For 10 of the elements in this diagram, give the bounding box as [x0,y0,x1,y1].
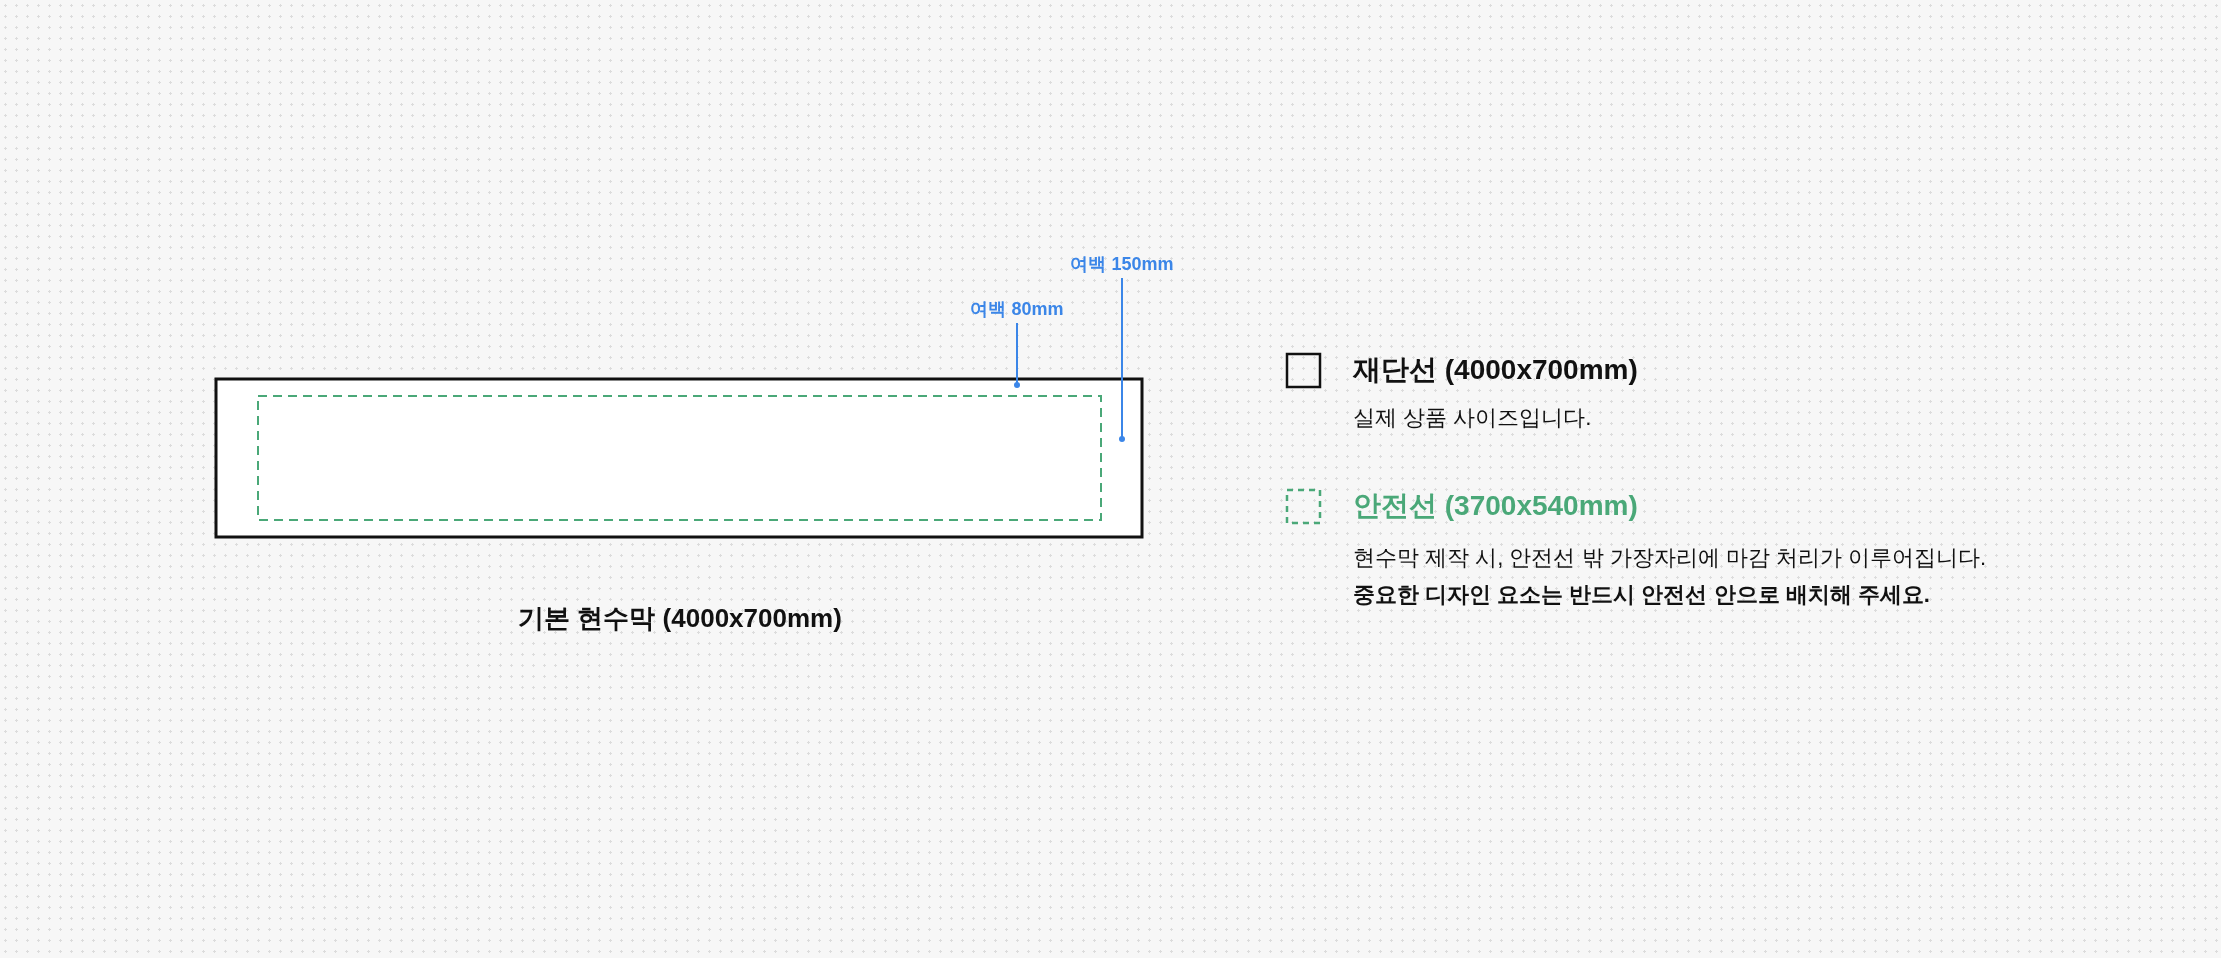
leader-line [1014,322,1020,388]
legend-title: 안전선 (3700x540mm) [1353,489,1638,523]
legend-description: 실제 상품 사이즈입니다. [1353,404,1592,432]
banner-caption: 기본 현수막 (4000x700mm) [518,603,842,635]
leader-line [1119,277,1125,442]
legend-description: 현수막 제작 시, 안전선 밖 가장자리에 마감 처리가 이루어집니다. [1353,544,1987,572]
legend-title: 재단선 (4000x700mm) [1353,353,1638,387]
legend-note: 중요한 디자인 요소는 반드시 안전선 안으로 배치해 주세요. [1353,581,1930,609]
dimension-label: 여백 150mm [1070,254,1174,276]
dimension-label: 여백 80mm [970,299,1064,321]
